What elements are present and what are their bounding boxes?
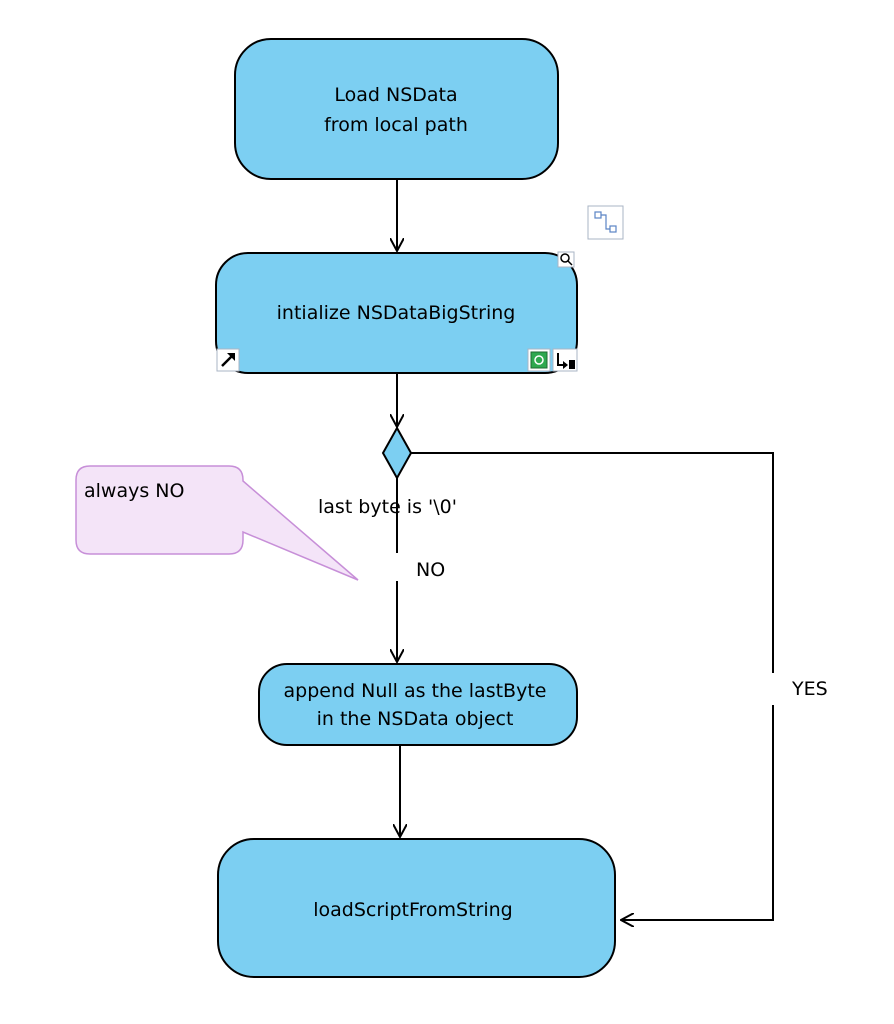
select-element-icon[interactable]: [527, 348, 551, 372]
node-load-line1: Load NSData: [334, 84, 457, 106]
node-append-line1: append Null as the lastByte: [284, 680, 547, 702]
node-initialize-bigstring[interactable]: intialize NSDataBigString: [215, 252, 578, 374]
note-callout[interactable]: always NO: [75, 465, 359, 581]
note-text: always NO: [84, 480, 184, 502]
node-append-null[interactable]: append Null as the lastByte in the NSDat…: [258, 663, 578, 746]
node-append-line2: in the NSData object: [317, 708, 514, 730]
decision-diamond[interactable]: [381, 425, 413, 481]
node-loadscript-label: loadScriptFromString: [313, 899, 513, 921]
yes-label-gap: [766, 673, 780, 705]
node-init-label: intialize NSDataBigString: [277, 302, 516, 324]
node-load-line2: from local path: [324, 114, 468, 136]
magnify-icon[interactable]: [557, 251, 575, 268]
no-label-gap: [390, 553, 404, 581]
link-arrow-icon[interactable]: [216, 348, 240, 372]
decision-condition-label: last byte is '\0': [318, 496, 457, 518]
node-load-nsdata[interactable]: Load NSData from local path: [234, 38, 559, 180]
node-load-script-from-string[interactable]: loadScriptFromString: [217, 838, 616, 978]
edge-yes-label: YES: [791, 678, 828, 700]
connector-icon[interactable]: [587, 205, 624, 240]
edge-no-label: NO: [416, 559, 445, 581]
step-into-icon[interactable]: [552, 348, 578, 372]
